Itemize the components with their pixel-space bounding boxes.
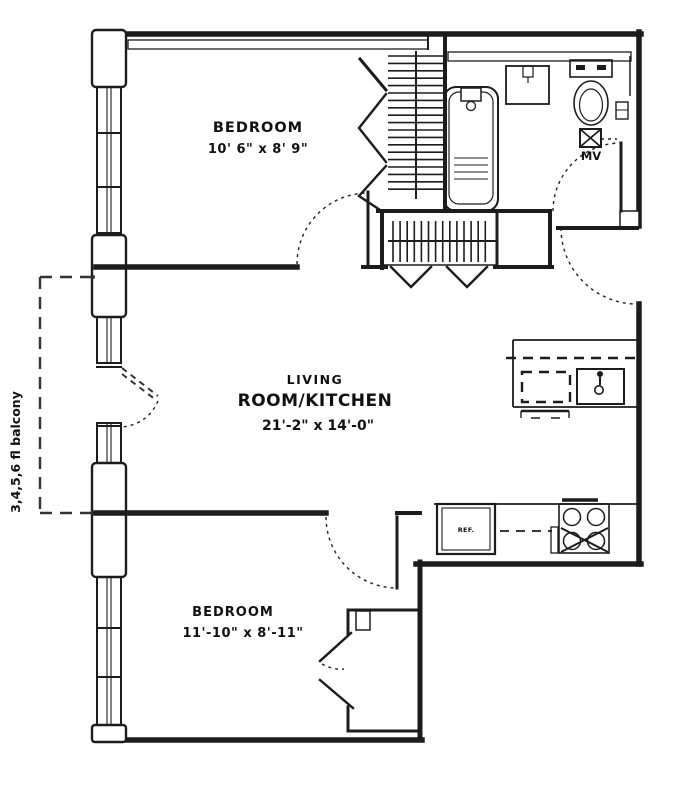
living-room-dims: 21'-2" x 14'-0" bbox=[262, 418, 374, 434]
toilet-tank bbox=[569, 59, 613, 78]
exterior-walls bbox=[90, 28, 644, 744]
french-door-leaf bbox=[121, 373, 157, 401]
balcony-label: 3,4,5,6 fl balcony bbox=[8, 391, 23, 513]
toilet bbox=[569, 59, 613, 126]
bedroom-top-name: BEDROOM bbox=[213, 120, 303, 136]
living-room-name-line1: LIVING bbox=[287, 372, 344, 387]
wall-pier bbox=[90, 461, 128, 579]
labels: BEDROOM 10' 6" x 8' 9" LIVING ROOM/KITCH… bbox=[182, 120, 393, 641]
sink-faucet bbox=[522, 65, 534, 78]
bench-below-counter bbox=[520, 409, 570, 419]
door-balcony-french bbox=[96, 366, 159, 428]
counter-outline bbox=[512, 339, 637, 408]
door-jamb-sill bbox=[96, 366, 122, 427]
bedroom-top-dims: 10' 6" x 8' 9" bbox=[208, 142, 308, 157]
bathtub bbox=[443, 86, 499, 212]
balcony-anchor bbox=[91, 275, 95, 279]
wall-pier bbox=[90, 28, 128, 89]
door-swing-arc bbox=[296, 192, 369, 265]
dishwasher bbox=[520, 370, 572, 404]
closet2-notch bbox=[355, 610, 371, 631]
mechanical-vent: MV bbox=[579, 128, 602, 163]
soffit-line bbox=[127, 39, 429, 50]
tub-slope-lines bbox=[454, 157, 488, 180]
french-door-leaf bbox=[121, 367, 159, 397]
closet-bedroom-2 bbox=[318, 608, 422, 733]
window-living-lower bbox=[96, 422, 122, 464]
bedroom-bottom-name: BEDROOM bbox=[192, 605, 274, 620]
cabinet-filler bbox=[550, 526, 559, 554]
toilet-paper-holder bbox=[615, 101, 629, 120]
bifold-door-chevron bbox=[357, 164, 388, 212]
bifold-swing-dash bbox=[321, 663, 345, 670]
stove bbox=[558, 498, 610, 554]
kitchen-sink bbox=[576, 368, 625, 405]
windows bbox=[96, 86, 122, 726]
kitchen: REF. bbox=[434, 339, 639, 556]
door-swing-arc bbox=[560, 227, 638, 305]
stove-x-icon bbox=[560, 527, 609, 553]
bifold-door-chevron bbox=[445, 265, 489, 289]
refrigerator-label: REF. bbox=[458, 526, 475, 534]
door-bedroom-bottom bbox=[325, 515, 399, 590]
wall-pier bbox=[90, 723, 128, 744]
burner bbox=[562, 507, 582, 527]
door-entry bbox=[556, 226, 639, 305]
closet-bedroom-1 bbox=[357, 51, 444, 212]
doors bbox=[96, 138, 639, 590]
wall-pier bbox=[90, 233, 128, 319]
bifold-door-chevron bbox=[357, 92, 388, 164]
bedroom-bottom-dims: 11'-10" x 8'-11" bbox=[182, 626, 303, 641]
door-swing-arc bbox=[121, 400, 159, 428]
tub-faucet bbox=[460, 87, 482, 102]
window-bedroom-bottom bbox=[96, 576, 122, 726]
mv-label: MV bbox=[581, 149, 601, 163]
window-living-upper bbox=[96, 316, 122, 364]
living-room-name-line2: ROOM/KITCHEN bbox=[238, 391, 393, 411]
mv-box bbox=[579, 128, 602, 148]
bifold-door-chevron bbox=[389, 265, 433, 289]
door-bathroom bbox=[552, 138, 623, 213]
closet-hall bbox=[383, 221, 497, 289]
refrigerator: REF. bbox=[435, 502, 497, 556]
mv-x-icon bbox=[579, 128, 602, 148]
door-swing-arc bbox=[325, 516, 398, 589]
balcony: 3,4,5,6 fl balcony bbox=[8, 275, 95, 515]
kitchen-run-south: REF. bbox=[434, 498, 639, 556]
bathroom: MV bbox=[443, 56, 631, 212]
toilet-bowl bbox=[573, 80, 609, 126]
entry-jamb-block bbox=[619, 210, 640, 228]
interior-walls bbox=[93, 32, 640, 516]
bifold-door-leaf bbox=[318, 678, 355, 710]
wall-closet-angled bbox=[357, 56, 389, 93]
bifold-door-leaf bbox=[318, 631, 353, 663]
burner bbox=[586, 507, 606, 527]
bathroom-sink bbox=[505, 65, 550, 105]
door-swing-arc bbox=[552, 142, 622, 212]
kitchen-counter-east bbox=[506, 339, 637, 419]
door-bedroom-top bbox=[296, 190, 370, 267]
window-bedroom-top bbox=[96, 86, 122, 234]
bathroom-soffit bbox=[447, 51, 632, 62]
